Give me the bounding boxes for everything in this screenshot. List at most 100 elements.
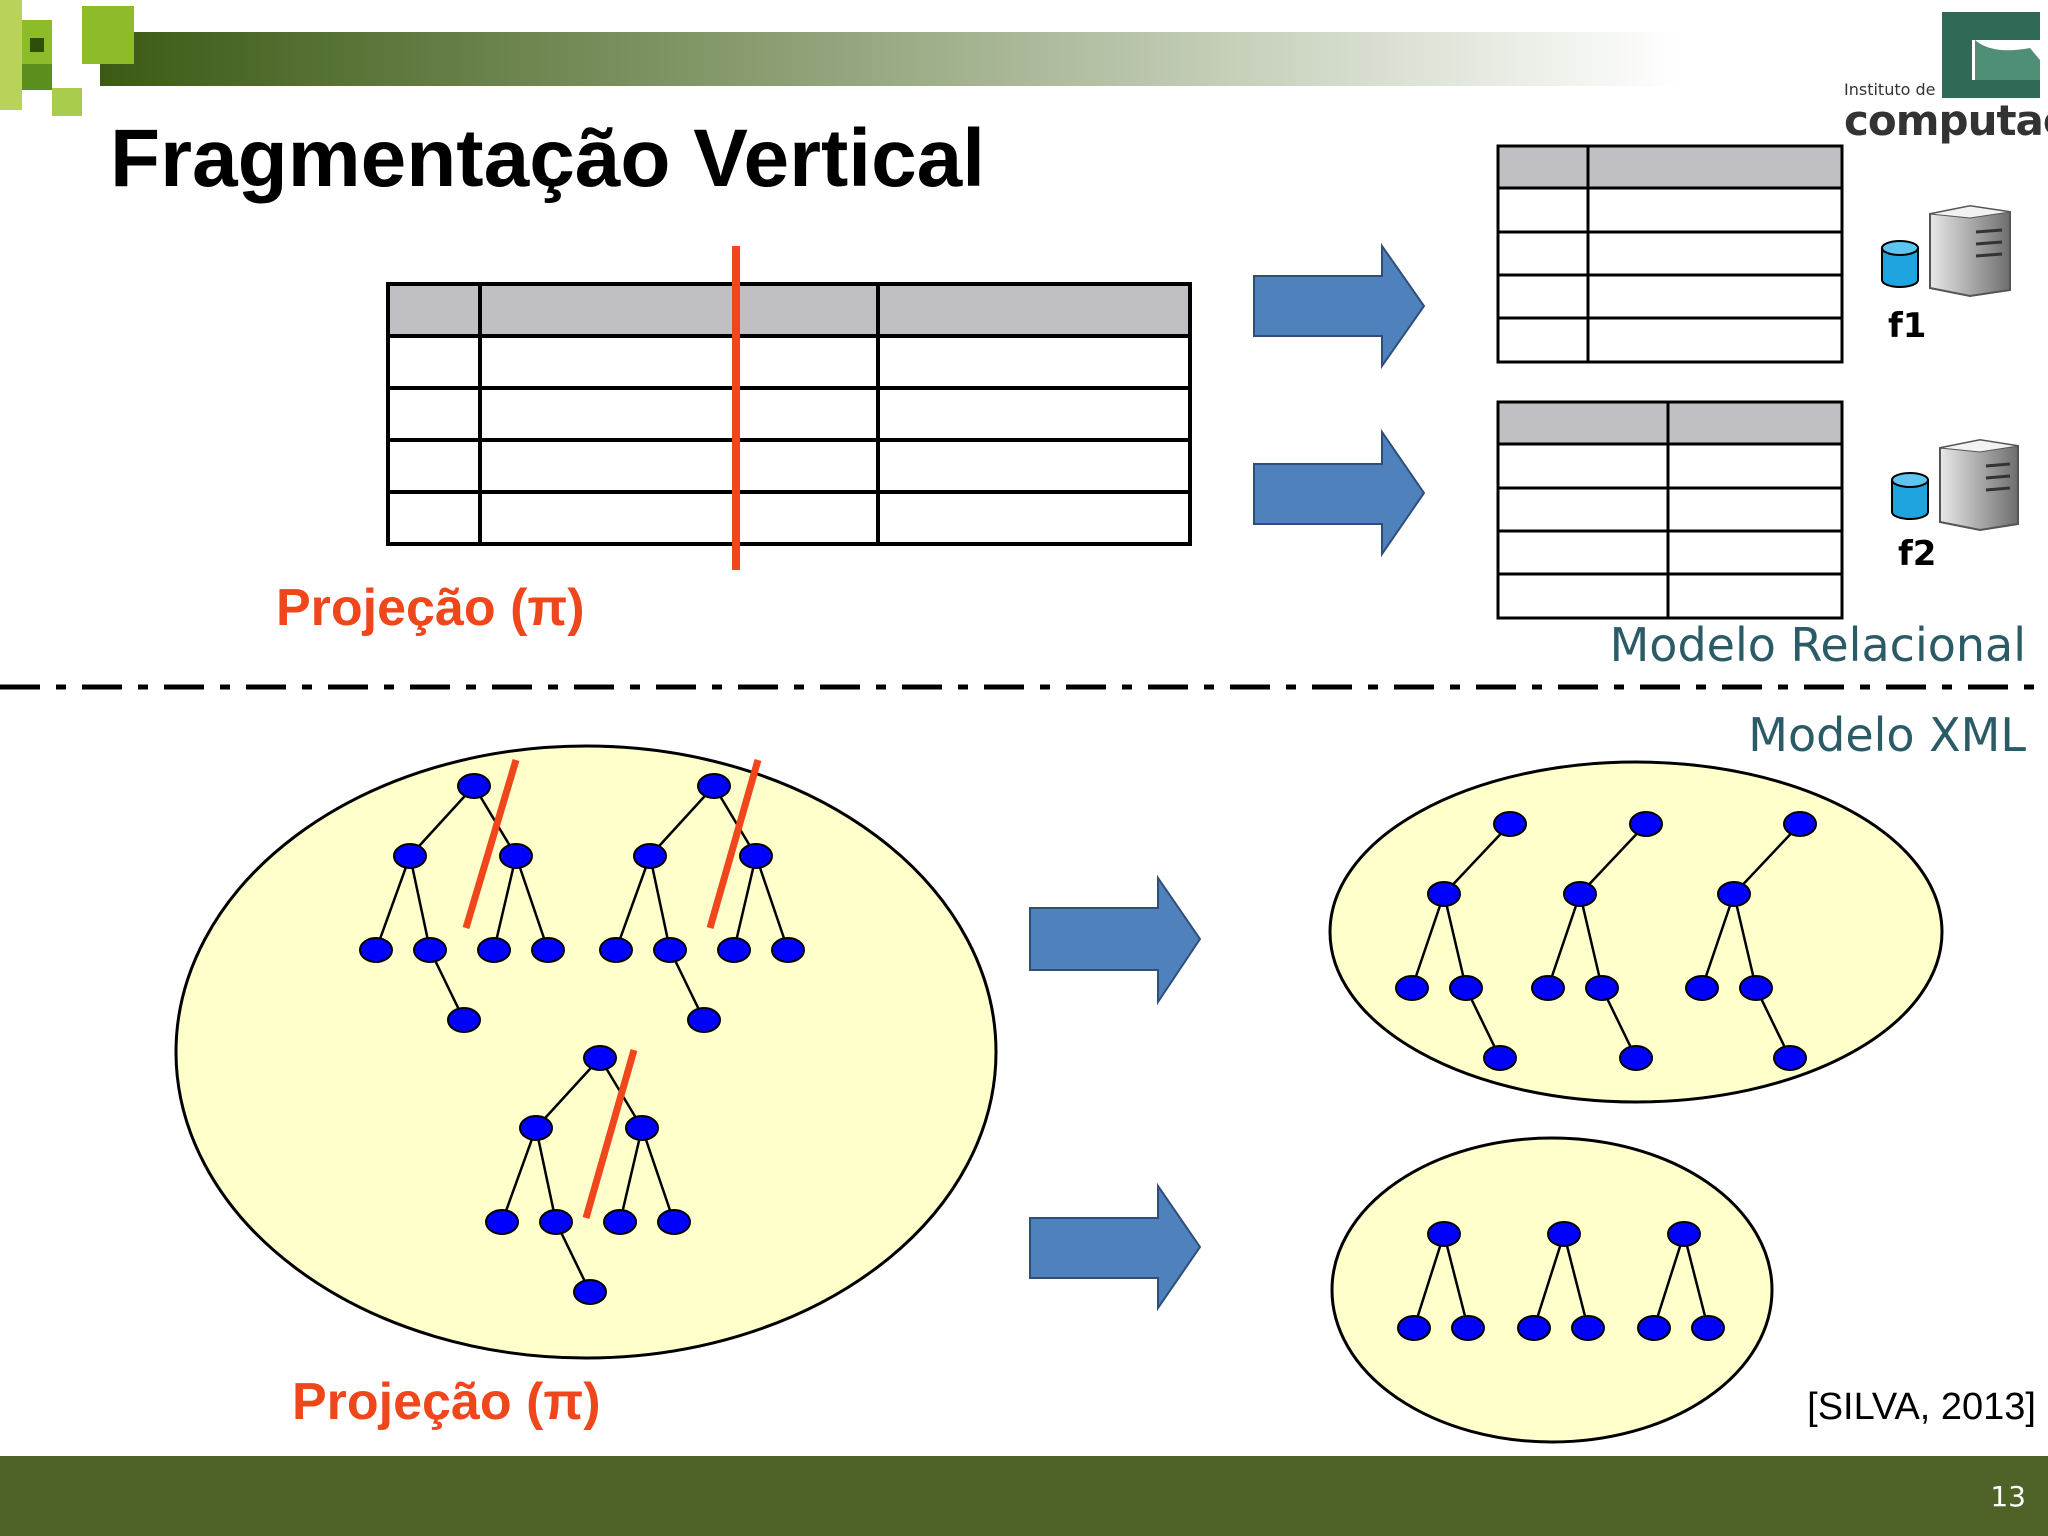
tree-node — [1483, 1045, 1517, 1071]
tree-node — [1427, 881, 1461, 907]
tree-edge — [1732, 893, 1758, 989]
tree-edge — [640, 1127, 676, 1223]
tree-node — [1619, 1045, 1653, 1071]
tree-edge — [1532, 1233, 1566, 1329]
projection-label-relational: Projeção (π) — [276, 579, 585, 637]
xml-cut-line-2 — [706, 759, 762, 929]
tree-edge — [1443, 823, 1511, 895]
tree-node — [499, 843, 533, 869]
tree-node — [477, 937, 511, 963]
tree-node — [1517, 1315, 1551, 1341]
tree-node — [531, 937, 565, 963]
tree-node — [485, 1209, 519, 1235]
tree-node — [717, 937, 751, 963]
tree-edge — [514, 855, 550, 951]
xml-fragment-ellipse-1 — [1328, 760, 1944, 1104]
xml-fragment-ellipse-2 — [1330, 1136, 1774, 1444]
tree-node — [739, 843, 773, 869]
tree-edge — [535, 1057, 601, 1129]
server-icon-f2 — [1939, 438, 2019, 532]
tree-node — [603, 1209, 637, 1235]
tree-node — [1783, 811, 1817, 837]
tree-edge — [1562, 1233, 1590, 1329]
logo-text-main: computação — [1844, 96, 2048, 145]
tree-node — [1449, 975, 1483, 1001]
tree-edge — [1578, 893, 1604, 989]
fragment-label-f1: f1 — [1888, 306, 1927, 346]
tree-edge — [614, 855, 652, 951]
tree-edge — [1733, 823, 1801, 895]
tree-node — [583, 1045, 617, 1071]
tree-edge — [1442, 1233, 1470, 1329]
tree-edge — [1442, 893, 1468, 989]
fragment-label-f2: f2 — [1898, 534, 1937, 574]
relational-table — [386, 282, 1192, 546]
tree-node — [1563, 881, 1597, 907]
tree-edge — [534, 1127, 558, 1223]
tree-node — [1685, 975, 1719, 1001]
tree-edge — [754, 855, 790, 951]
tree-node — [697, 773, 731, 799]
tree-node — [393, 843, 427, 869]
tree-node — [519, 1115, 553, 1141]
fragment-table-f2 — [1496, 400, 1844, 620]
tree-edge — [500, 1127, 538, 1223]
arrow-to-f1 — [1253, 242, 1426, 370]
tree-node — [1493, 811, 1527, 837]
tree-node — [599, 937, 633, 963]
fragment-table-f1 — [1496, 144, 1844, 364]
model-relational-label: Modelo Relacional — [1609, 618, 2026, 672]
xml-trees — [359, 773, 1817, 1341]
citation: [SILVA, 2013] — [1807, 1386, 2036, 1428]
tree-node — [1395, 975, 1429, 1001]
slide-title: Fragmentação Vertical — [110, 113, 986, 204]
tree-node — [1427, 1221, 1461, 1247]
tree-node — [1547, 1221, 1581, 1247]
footer-bar — [0, 1456, 2048, 1536]
tree-node — [1585, 975, 1619, 1001]
tree-node — [653, 937, 687, 963]
tree-edge — [1700, 893, 1736, 989]
tree-edge — [374, 855, 412, 951]
projection-label-xml: Projeção (π) — [292, 1373, 601, 1431]
database-icon-f2 — [1891, 472, 1929, 520]
tree-node — [413, 937, 447, 963]
tree-node — [633, 843, 667, 869]
tree-node — [1531, 975, 1565, 1001]
tree-node — [1451, 1315, 1485, 1341]
tree-edge — [1682, 1233, 1710, 1329]
tree-node — [1667, 1221, 1701, 1247]
tree-edge — [618, 1127, 644, 1223]
arrow-to-f2 — [1253, 428, 1426, 558]
tree-node — [573, 1279, 607, 1305]
page-number: 13 — [1990, 1480, 2026, 1513]
tree-edge — [1412, 1233, 1446, 1329]
xml-cut-line-3 — [582, 1049, 638, 1219]
tree-node — [1571, 1315, 1605, 1341]
tree-edge — [648, 855, 672, 951]
arrow-to-xml-fragment-2 — [1029, 1182, 1202, 1312]
arrow-to-xml-fragment-1 — [1029, 874, 1202, 1006]
tree-node — [657, 1209, 691, 1235]
tree-node — [1397, 1315, 1431, 1341]
header-decoration — [0, 0, 1680, 116]
tree-edge — [649, 785, 715, 857]
tree-edge — [409, 785, 475, 857]
tree-node — [625, 1115, 659, 1141]
database-icon-f1 — [1881, 240, 1919, 288]
tree-node — [359, 937, 393, 963]
tree-node — [457, 773, 491, 799]
tree-node — [771, 937, 805, 963]
tree-node — [1691, 1315, 1725, 1341]
tree-node — [687, 1007, 721, 1033]
tree-edge — [1546, 893, 1582, 989]
tree-edge — [732, 855, 758, 951]
tree-edge — [1652, 1233, 1686, 1329]
tree-edge — [1579, 823, 1647, 895]
logo-text-small: Instituto de — [1844, 80, 1936, 99]
model-xml-label: Modelo XML — [1748, 708, 2026, 762]
institution-logo — [1942, 12, 2040, 98]
tree-node — [1717, 881, 1751, 907]
tree-node — [1629, 811, 1663, 837]
